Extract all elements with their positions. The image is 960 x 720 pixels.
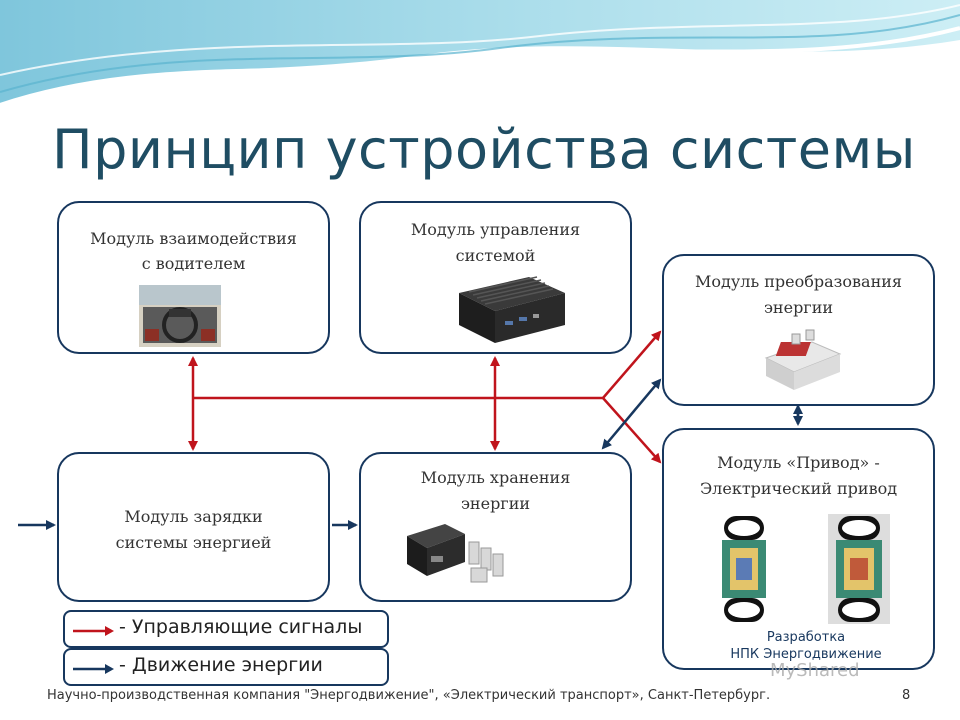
module-drive-line2: Электрический привод	[699, 479, 898, 498]
module-storage-line2: энергии	[460, 494, 531, 513]
legend-control-signals-label: - Управляющие сигналы	[119, 616, 363, 638]
module-conversion-line2: энергии	[763, 298, 834, 317]
credit-line2: НПК Энергодвижение	[730, 647, 882, 662]
header-wave-decoration	[0, 0, 960, 107]
module-driver-interface: Модуль взаимодействия с водителем	[57, 201, 330, 354]
slide-footer: Научно-производственная компания "Энерго…	[47, 688, 771, 703]
credit-line1: Разработка	[766, 630, 846, 645]
developer-credit: Разработка НПК Энергодвижение	[716, 629, 896, 663]
slide-title: Принцип устройства системы	[52, 118, 916, 181]
module-conversion: Модуль преобразования энергии	[662, 254, 935, 406]
legend-energy-flow: - Движение энергии	[63, 648, 389, 686]
module-conversion-line1: Модуль преобразования	[695, 272, 902, 291]
module-control: Модуль управления системой	[359, 201, 632, 354]
motor-wheel-photo-left	[722, 516, 766, 622]
industrial-pc-photo	[459, 276, 565, 343]
legend-control-signals: - Управляющие сигналы	[63, 610, 389, 648]
module-control-line2: системой	[455, 246, 536, 265]
power-converter-photo	[764, 329, 842, 390]
red-arrow-icon	[73, 626, 114, 636]
energy-flow-lines	[18, 378, 803, 530]
watermark-logo: MyShared	[770, 660, 860, 681]
module-storage-line1: Модуль хранения	[420, 468, 571, 487]
module-drive-line1: Модуль «Привод» -	[717, 453, 880, 472]
motor-wheel-photo-right	[828, 514, 890, 624]
module-control-line1: Модуль управления	[410, 220, 581, 239]
module-storage: Модуль хранения энергии	[359, 452, 632, 602]
energy-storage-to-conversion	[601, 378, 662, 450]
bus-cockpit-photo	[139, 285, 221, 347]
page-number: 8	[902, 688, 911, 703]
module-charging-line1: Модуль зарядки	[124, 507, 263, 526]
module-driver-interface-line2: с водителем	[141, 254, 246, 273]
legend-energy-flow-label: - Движение энергии	[119, 654, 323, 676]
module-driver-interface-line1: Модуль взаимодействия	[90, 229, 297, 248]
module-charging: Модуль зарядки системы энергией	[57, 452, 330, 602]
blue-arrow-icon	[73, 664, 114, 674]
module-drive: Модуль «Привод» - Электрический привод	[662, 428, 935, 670]
module-charging-line2: системы энергией	[115, 533, 272, 552]
battery-modules-photo	[407, 524, 504, 583]
